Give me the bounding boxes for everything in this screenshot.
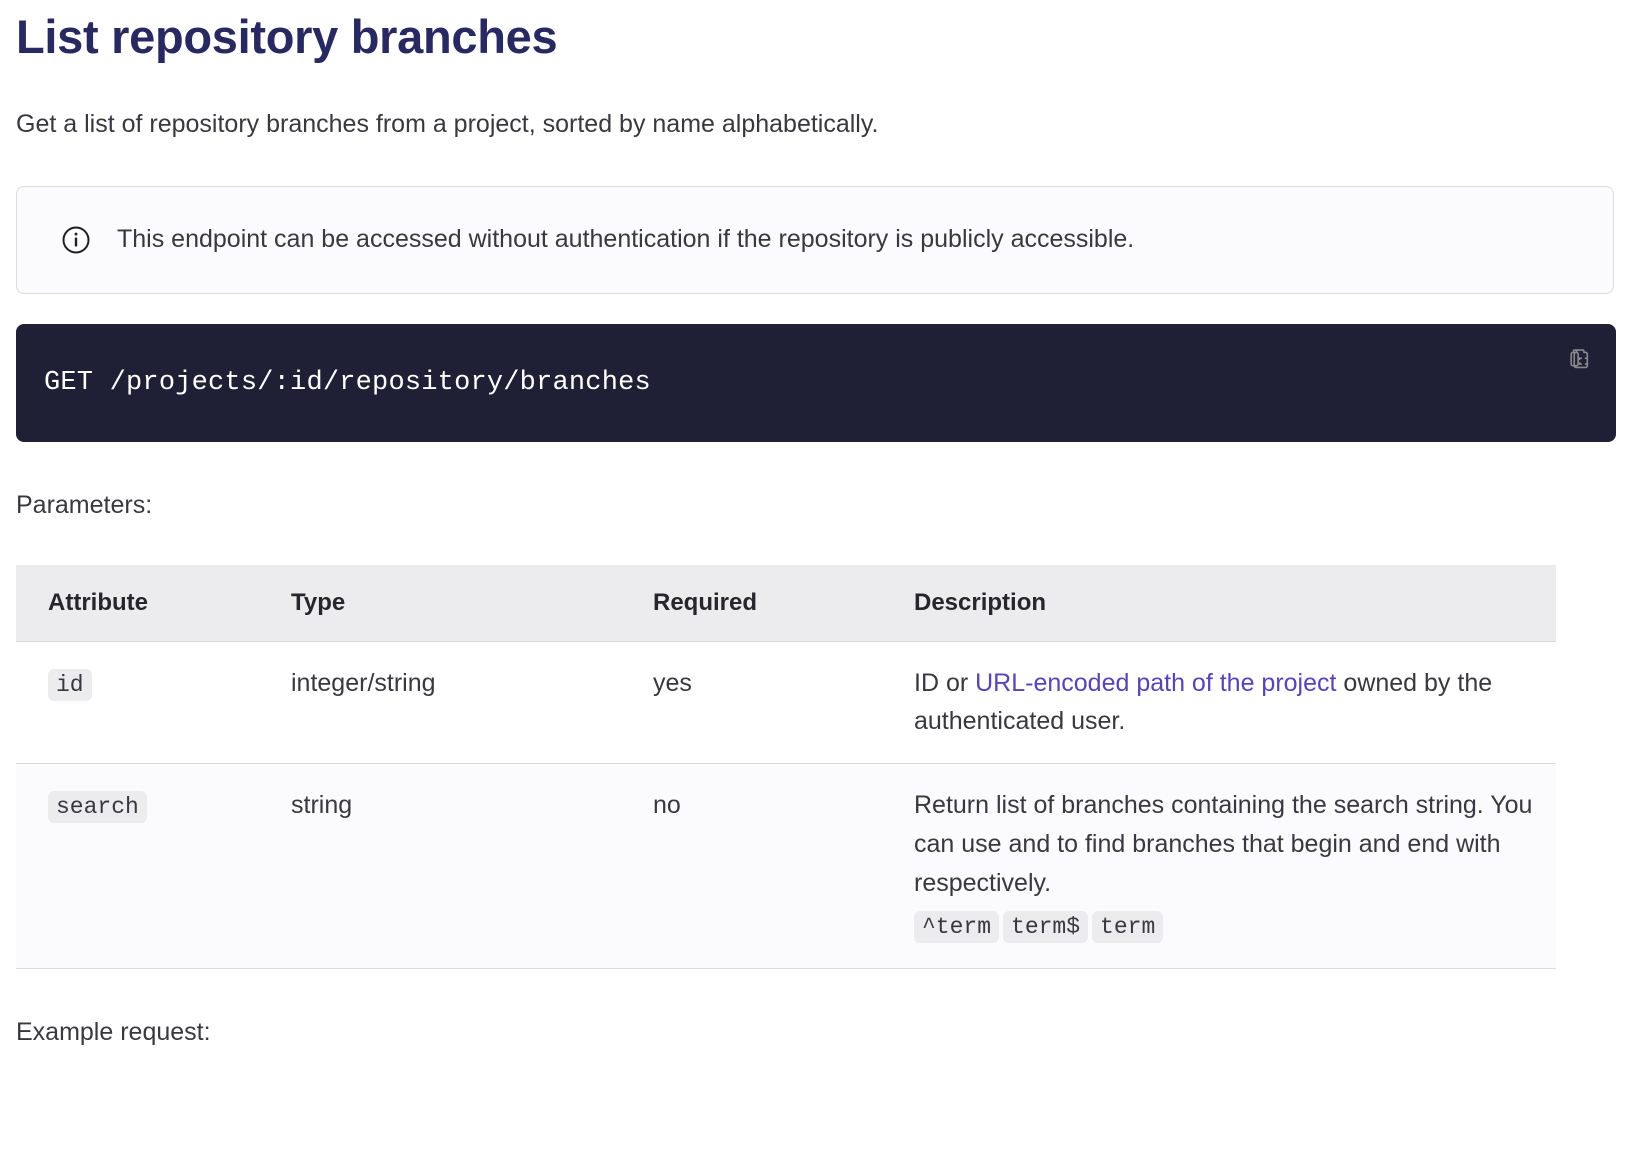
description-text-tail: owned by the authenticated user. <box>914 668 1493 736</box>
copy-clipboard-icon[interactable] <box>1562 342 1596 376</box>
attribute-code-badge: id <box>48 668 92 701</box>
column-header-description: Description <box>914 564 1556 642</box>
cell-type: integer/string <box>291 640 653 765</box>
info-circle-icon <box>61 225 91 255</box>
info-callout: This endpoint can be accessed without au… <box>16 185 1614 294</box>
table-row: id integer/string yes ID or URL-encoded … <box>16 640 1556 765</box>
info-callout-text: This endpoint can be accessed without au… <box>117 225 1135 254</box>
description-text: Return list of branches containing the s… <box>914 791 1533 897</box>
code-badge-term-dollar: term$ <box>1003 911 1089 944</box>
table-row: search string no Return list of branches… <box>16 763 1556 969</box>
code-badge-caret-term: ^term <box>914 911 1000 944</box>
code-badge-term: term <box>1092 911 1164 944</box>
api-doc-page: List repository branches Get a list of r… <box>16 10 1616 1046</box>
parameters-table: Attribute Type Required Description id i… <box>16 564 1556 969</box>
attribute-code-badge: search <box>48 791 147 824</box>
url-encoded-path-link[interactable]: URL-encoded path of the project <box>975 668 1337 697</box>
cell-attribute: search <box>16 763 291 969</box>
page-title: List repository branches <box>16 10 558 63</box>
description-text-lead: ID or <box>914 668 976 697</box>
example-request-label: Example request: <box>16 1017 211 1046</box>
column-header-type: Type <box>291 564 653 642</box>
column-header-attribute: Attribute <box>16 564 291 642</box>
cell-description: ID or URL-encoded path of the project ow… <box>914 640 1556 765</box>
column-header-required: Required <box>653 564 914 642</box>
cell-description: Return list of branches containing the s… <box>914 763 1556 969</box>
cell-attribute: id <box>16 640 291 765</box>
table-header-row: Attribute Type Required Description <box>16 564 1556 642</box>
endpoint-code-block: GET /projects/:id/repository/branches <box>16 323 1616 442</box>
cell-required: no <box>653 763 914 969</box>
cell-type: string <box>291 763 653 969</box>
intro-paragraph: Get a list of repository branches from a… <box>16 110 879 139</box>
parameters-label: Parameters: <box>16 490 153 519</box>
endpoint-code-text: GET /projects/:id/repository/branches <box>44 367 651 398</box>
cell-required: yes <box>653 640 914 765</box>
